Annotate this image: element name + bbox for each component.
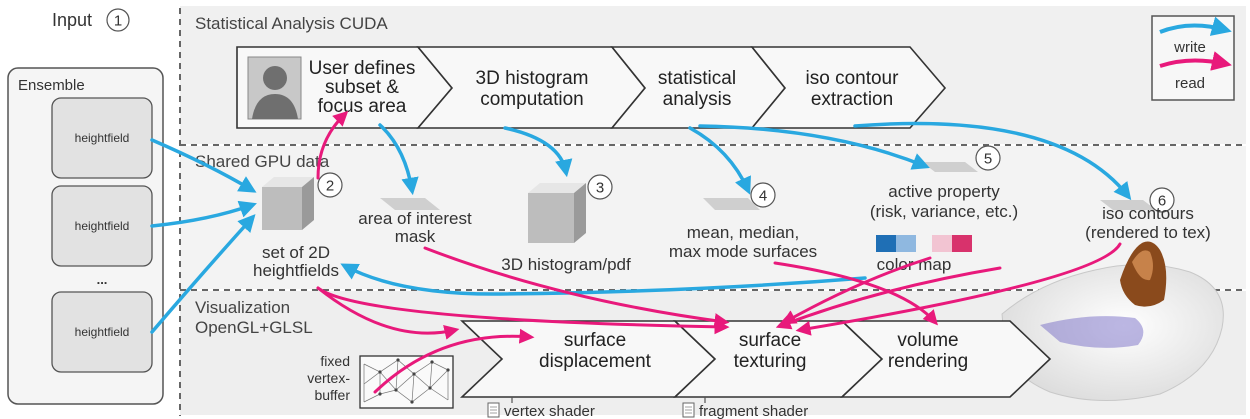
iso-label-1: iso contours [1102, 204, 1194, 223]
write-arrow-histogram [503, 126, 573, 178]
vis-stage-2-line-2: texturing [734, 351, 807, 372]
cuda-stage-2-line-1: 3D histogram [476, 68, 589, 89]
legend-read-label: read [1175, 75, 1205, 92]
badge-4 [750, 182, 776, 208]
read-arrow-user-defines [316, 110, 349, 180]
iso-plane [1100, 200, 1156, 210]
cuda-stage-3-line-1: statistical [658, 68, 736, 89]
vis-stage-3-line-1: volume [897, 330, 958, 351]
section-title-vis-1: Visualization [195, 298, 290, 317]
cuda-stage-1-line-2: subset & [325, 77, 399, 98]
active-label-2: (risk, variance, etc.) [870, 202, 1018, 221]
write-arrow-ensemble-2 [150, 200, 257, 228]
colormap-swatch-3 [932, 235, 952, 252]
surfaces-plane [703, 198, 760, 210]
read-arrow-active-texturing [781, 256, 932, 325]
heightfields-label-1: set of 2D [262, 243, 330, 262]
write-arrow-ensemble-1 [150, 138, 257, 193]
active-plane [922, 162, 978, 172]
heightfields-label-2: heightfields [253, 261, 339, 280]
read-arrow-aoi-texturing [423, 246, 730, 329]
input-number: 1 [114, 13, 122, 30]
write-arrow-aoi [378, 123, 419, 196]
fragment-shader-file-icon [682, 402, 695, 418]
section-title-shared: Shared GPU data [195, 152, 330, 171]
ensemble-member-1 [51, 97, 153, 179]
vertex-buffer-label-1: fixed [320, 353, 350, 369]
cuda-stage-iso [750, 46, 947, 129]
read-arrow-iso-texturing [795, 242, 1122, 336]
surfaces-label-1: mean, median, [687, 223, 799, 242]
badge-3 [587, 174, 613, 200]
colormap-swatch-2 [896, 235, 916, 252]
aoi-label-2: mask [395, 227, 436, 246]
badge-4-number: 4 [759, 188, 767, 205]
read-arrow-vertex-buffer [373, 328, 535, 394]
cuda-stage-1-line-3: focus area [318, 96, 407, 117]
vis-stage-1-line-2: displacement [539, 351, 652, 372]
badge-6 [1149, 187, 1175, 213]
aoi-label-1: area of interest [358, 209, 472, 228]
section-title-vis-2: OpenGL+GLSL [195, 318, 313, 337]
read-arrow-colormap-texturing [775, 266, 1002, 330]
legend-write-arrow [1159, 16, 1232, 36]
histogram-cube [528, 183, 586, 243]
write-arrow-back-heightfields [340, 263, 867, 296]
write-arrow-active [698, 124, 930, 170]
vertex-shader-label: vertex shader [504, 403, 595, 419]
ensemble-member-label-1: heightfield [75, 131, 130, 145]
write-arrow-iso [853, 121, 1132, 201]
ensemble-member-label-2: heightfield [75, 219, 130, 233]
vertex-buffer-label-2: vertex- [307, 370, 350, 386]
colormap-swatch-4 [952, 235, 972, 252]
vertex-buffer-label-3: buffer [314, 387, 350, 403]
shared-section-bg [180, 146, 1246, 289]
write-arrow-ensemble-3 [150, 214, 256, 334]
write-arrow-surfaces [688, 126, 751, 195]
cuda-stage-4-line-1: iso contour [806, 68, 900, 89]
badge-2-number: 2 [326, 178, 334, 195]
fragment-shader-label: fragment shader [699, 403, 808, 419]
legend-write-label: write [1173, 39, 1206, 56]
legend-read-arrow [1159, 51, 1232, 71]
histogram-label: 3D histogram/pdf [501, 255, 631, 274]
section-title-cuda: Statistical Analysis CUDA [195, 14, 388, 33]
colormap-swatch-1 [876, 235, 896, 252]
vis-stage-1-line-1: surface [564, 330, 626, 351]
read-arrow-heightfields-displacement [316, 286, 460, 340]
read-arrow-heightfields-texturing [316, 286, 730, 335]
cuda-stage-3-line-2: analysis [663, 89, 732, 110]
badge-2 [317, 172, 343, 198]
vertex-buffer-mesh [359, 355, 454, 409]
input-title: Input [52, 10, 92, 30]
cuda-stage-4-line-2: extraction [811, 89, 893, 110]
badge-6-number: 6 [1158, 193, 1166, 210]
input-number-badge [106, 8, 130, 32]
cuda-stage-2-line-2: computation [480, 89, 584, 110]
vertex-shader-file-icon [487, 402, 500, 418]
ensemble-title: Ensemble [18, 77, 85, 94]
vis-stage-3-line-2: rendering [888, 351, 968, 372]
terrain-render [1001, 241, 1224, 402]
read-arrow-surfaces-volume [773, 261, 938, 326]
badge-5-number: 5 [984, 151, 992, 168]
aoi-plane [380, 198, 440, 210]
ensemble-member-label-3: heightfield [75, 325, 130, 339]
iso-label-2: (rendered to tex) [1085, 223, 1211, 242]
heightfields-cube [262, 177, 314, 230]
badge-5 [975, 145, 1001, 171]
badge-3-number: 3 [596, 180, 604, 197]
active-label-1: active property [888, 182, 1000, 201]
vis-stage-volume [839, 320, 1052, 398]
surfaces-label-2: max mode surfaces [669, 242, 817, 261]
cuda-stage-1-line-1: User defines [309, 58, 416, 79]
vis-stage-2-line-1: surface [739, 330, 801, 351]
ensemble-ellipsis: ... [97, 272, 108, 287]
user-icon [247, 56, 302, 120]
